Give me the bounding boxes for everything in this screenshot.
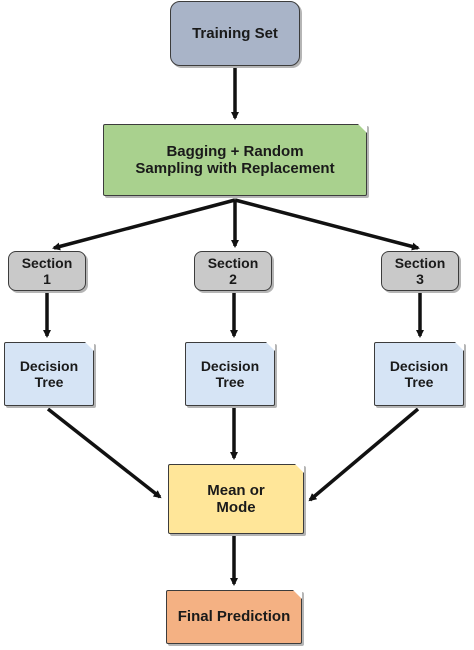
- section-1-label-line1: Section: [21, 254, 73, 271]
- section-3-node: Section 3: [381, 251, 459, 291]
- arrow-tree1-to-mean: [46, 407, 162, 499]
- decision-tree-1-label-line1: Decision: [19, 357, 79, 374]
- arrow-bagging-to-section3: [234, 198, 420, 251]
- mean-or-mode-node: Mean or Mode: [168, 464, 304, 534]
- decision-tree-1-label-line2: Tree: [34, 374, 64, 390]
- bagging-label-line1: Bagging + Random: [166, 142, 304, 160]
- page-fold-icon: [295, 464, 304, 473]
- section-2-label-line2: 2: [229, 271, 237, 287]
- section-1-node: Section 1: [8, 251, 86, 291]
- page-fold-icon: [293, 590, 302, 599]
- page-fold-icon: [266, 342, 275, 351]
- decision-tree-1-node: Decision Tree: [4, 342, 94, 406]
- final-prediction-node: Final Prediction: [166, 590, 302, 644]
- decision-tree-2-label-line1: Decision: [200, 357, 260, 374]
- bagging-node: Bagging + Random Sampling with Replaceme…: [103, 124, 367, 196]
- page-fold-icon: [455, 342, 464, 351]
- section-1-label-line2: 1: [43, 271, 51, 287]
- decision-tree-2-node: Decision Tree: [185, 342, 275, 406]
- decision-tree-3-label-line1: Decision: [389, 357, 449, 374]
- mean-or-mode-label-line1: Mean or: [207, 481, 265, 499]
- training-set-label: Training Set: [192, 24, 278, 42]
- arrow-tree3-to-mean: [308, 407, 420, 502]
- bagging-label-line2: Sampling with Replacement: [135, 160, 335, 177]
- section-3-label-line1: Section: [394, 254, 446, 271]
- mean-or-mode-label-line2: Mode: [216, 499, 256, 516]
- decision-tree-3-label-line2: Tree: [404, 374, 434, 390]
- training-set-node: Training Set: [170, 1, 300, 66]
- page-fold-icon: [85, 342, 94, 351]
- section-2-node: Section 2: [194, 251, 272, 291]
- final-prediction-label: Final Prediction: [177, 608, 291, 626]
- section-3-label-line2: 3: [416, 271, 424, 287]
- decision-tree-2-label-line2: Tree: [215, 374, 245, 390]
- decision-tree-3-node: Decision Tree: [374, 342, 464, 406]
- page-fold-icon: [358, 124, 367, 133]
- section-2-label-line1: Section: [207, 254, 259, 271]
- arrow-bagging-to-section1: [52, 198, 236, 251]
